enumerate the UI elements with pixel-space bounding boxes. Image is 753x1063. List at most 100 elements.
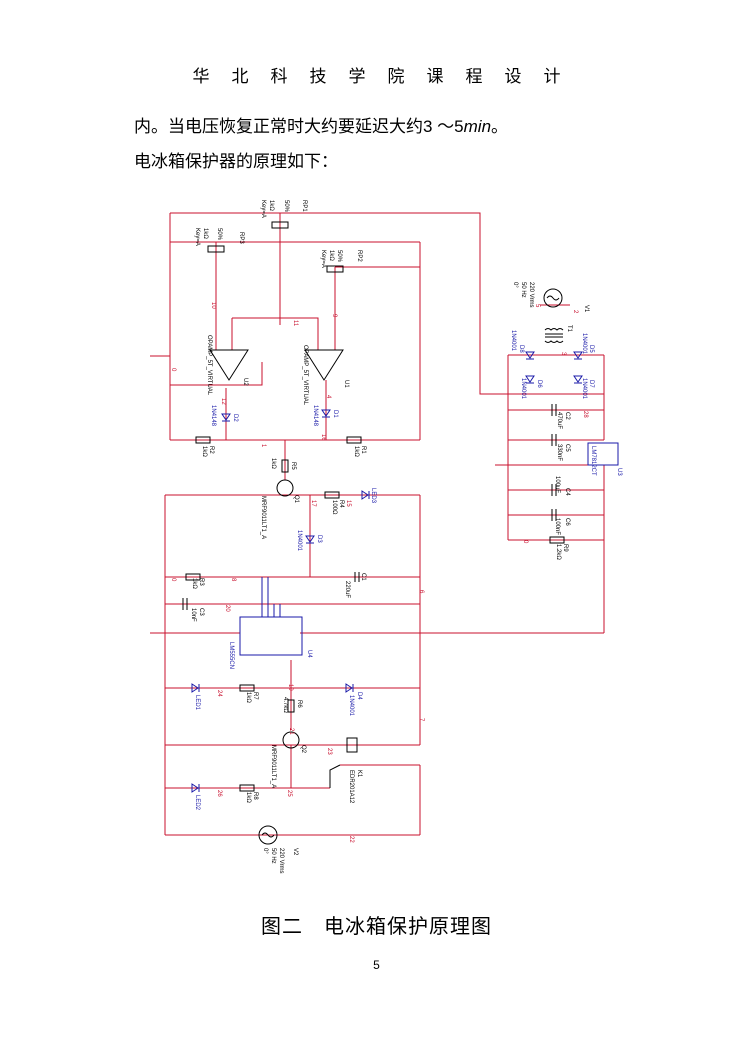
node-label-1: 1 (260, 444, 266, 448)
d6-name: D6 (536, 380, 542, 388)
d7-part: 1N4001 (581, 378, 587, 400)
node-label-16: 16 (320, 434, 326, 441)
node-label-0: 0 (522, 540, 528, 544)
d6-part: 1N4001 (520, 378, 526, 400)
d1-name: D1 (332, 410, 338, 418)
v2-l3: 0° (262, 848, 268, 854)
node-label-0: 0 (170, 368, 176, 372)
d4-name: D4 (356, 692, 362, 700)
node-label-22: 22 (348, 836, 354, 843)
r6-body (287, 699, 295, 713)
u2-name: U2 (242, 378, 248, 386)
r7-name: R7 (252, 692, 258, 700)
c2-cap (551, 404, 557, 416)
components (182, 221, 619, 845)
d3-name: D3 (316, 535, 322, 543)
d4-diode (345, 683, 354, 693)
c1-val: 220uF (344, 581, 350, 598)
u4-part: LM555CN (228, 642, 234, 669)
c3-name: C3 (198, 608, 204, 616)
node-label-3: 3 (560, 352, 566, 356)
node-label-7: 7 (418, 718, 424, 722)
d8-part: 1N4001 (510, 330, 516, 352)
r9-body (549, 536, 565, 544)
c3-val: 10nF (190, 608, 196, 622)
r7-body (239, 684, 255, 692)
rp1-val: 1kΩ (268, 200, 274, 211)
u1-name: U1 (343, 380, 349, 388)
d3-diode (305, 535, 315, 544)
v1-l3: 0° (512, 282, 518, 288)
c5-name: C5 (564, 444, 570, 452)
text-segment: 内。当电压恢复正常时大约要延迟大约 (134, 117, 423, 137)
led1 (191, 683, 200, 693)
d8-name: D8 (518, 345, 524, 353)
text-unit: min (463, 117, 492, 136)
node-label-28: 28 (582, 411, 588, 418)
d5-name: D5 (588, 345, 594, 353)
node-label-5: 5 (534, 304, 540, 308)
rp2-pct: 50% (336, 250, 342, 263)
c3-cap (182, 598, 188, 610)
k1-contact (329, 764, 341, 788)
u2-part: OPAMP_5T_VIRTUAL (206, 335, 212, 396)
v2-name: V2 (292, 848, 298, 856)
node-label-19: 19 (287, 684, 293, 691)
r3-name: R3 (198, 578, 204, 586)
c4-val: 100uF (554, 476, 560, 493)
q1-part: MRF9011LT1_A (260, 496, 266, 539)
c4-name: C4 (564, 488, 570, 496)
d3-part: 1N4001 (296, 530, 302, 552)
r8-body (239, 784, 255, 792)
rp1-body (271, 221, 289, 229)
rp2-body (326, 265, 344, 273)
page-header: 华北科技学院课程设计 (192, 67, 583, 87)
rp1-key: Key=A (260, 200, 266, 218)
q2-transistor (282, 731, 300, 749)
node-label-6: 6 (418, 590, 424, 594)
v2-l1: 220 Vrms (278, 848, 284, 873)
d5-diode (573, 351, 583, 360)
r5-name: R5 (290, 462, 296, 470)
c6-val: 100nF (554, 518, 560, 535)
c1-cap (354, 572, 360, 582)
q2-name: Q2 (300, 745, 306, 754)
diodes (191, 351, 583, 793)
node-label-4: 4 (325, 395, 331, 399)
v1-name: V1 (583, 305, 589, 313)
r1-val: 1kΩ (353, 446, 359, 457)
node-label-17: 17 (310, 500, 316, 507)
led2-name: LED2 (194, 795, 200, 811)
v2-source (258, 825, 278, 845)
figure-caption: 图二 电冰箱保护原理图 (261, 914, 492, 938)
rp1-name: RP1 (301, 200, 307, 212)
v2-l2: 50 Hz (270, 848, 276, 864)
u3-part: LM7812CT (590, 446, 596, 476)
d8-diode (525, 351, 535, 360)
d1-diode (321, 409, 331, 418)
d1-part: 1N4148 (312, 405, 318, 427)
k1-coil (346, 737, 358, 753)
page-number: 5 (373, 958, 380, 972)
r9-name: R9 (562, 544, 568, 552)
q1-name: Q1 (293, 495, 299, 504)
node-label-12: 12 (220, 398, 226, 405)
led2 (191, 783, 200, 793)
d2-part: 1N4148 (210, 405, 216, 427)
d5-part: 1N4001 (581, 333, 587, 355)
q2-part: MRF9011LT1_A (270, 745, 276, 788)
r6-val: 4.7kΩ (282, 697, 288, 713)
rp3-key: Key=A (194, 228, 200, 246)
r8-val: 1kΩ (245, 792, 251, 803)
text-end: 。 (491, 117, 509, 137)
node-label-9: 9 (331, 314, 337, 318)
d4-part: 1N4001 (348, 695, 354, 717)
r1-name: R1 (360, 446, 366, 454)
rp3-pct: 50% (216, 228, 222, 241)
u3-regulator (587, 442, 619, 466)
d6-diode (525, 375, 535, 384)
rp3-body (207, 245, 225, 253)
c5-cap (551, 434, 557, 446)
c4-cap (551, 484, 557, 496)
